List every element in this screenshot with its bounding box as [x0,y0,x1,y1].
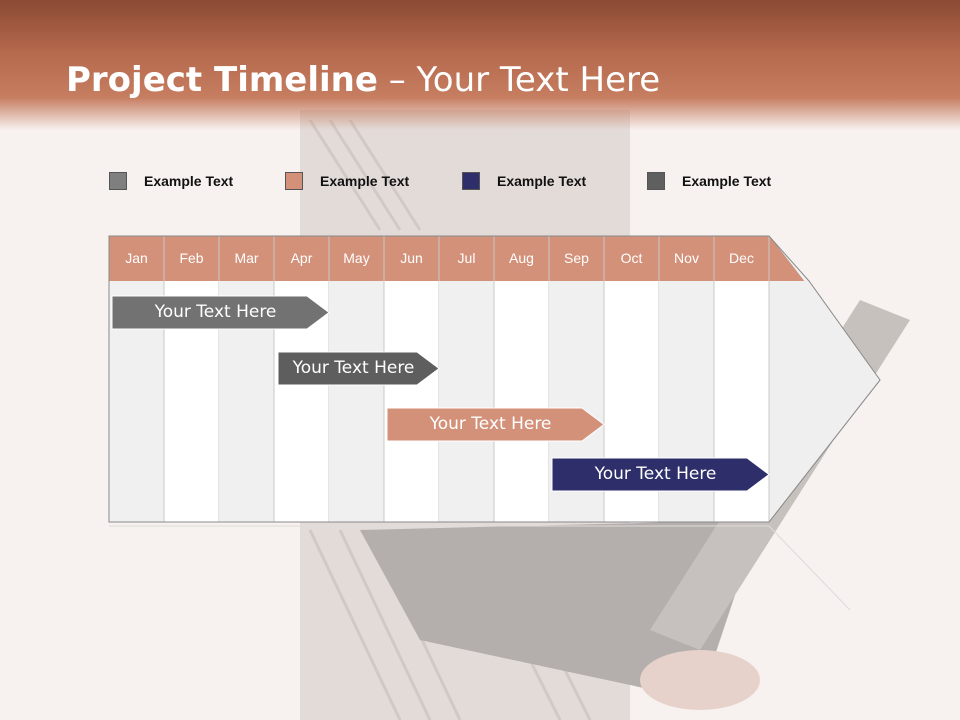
legend-item: Example Text [285,170,409,192]
page-title-rest: – Your Text Here [377,60,661,100]
page-title-bold: Project Timeline [66,60,378,100]
task-label: Your Text Here [292,358,415,378]
task-label: Your Text Here [154,302,277,322]
legend-swatch [285,172,303,190]
page-title: Project Timeline – Your Text Here [66,60,660,100]
arrow-head-fill [769,281,880,522]
month-label: Nov [674,250,699,266]
legend-label: Example Text [682,173,772,189]
task-arrow [551,457,770,492]
legend-item: Example Text [647,170,771,192]
legend-item: Example Text [109,170,233,192]
reflection-line [768,525,851,611]
month-label: Jun [400,250,423,266]
month-label: May [343,250,370,266]
month-label: Jul [457,250,476,266]
month-label: Sep [564,250,589,266]
month-label: Mar [234,250,259,266]
legend-swatch [647,172,665,190]
legend-swatch [109,172,127,190]
title-bar [0,0,960,130]
legend-label: Example Text [144,173,234,189]
task-arrow [277,351,440,386]
legend-item: Example Text [462,170,586,192]
grid-column-shade [439,281,494,522]
task-label: Your Text Here [594,464,717,484]
month-label: Aug [509,250,534,266]
task-arrow [386,407,605,442]
legend-label: Example Text [320,173,410,189]
month-band [109,236,804,281]
timeline-outline [108,235,881,523]
task-label: Your Text Here [429,414,552,434]
month-label: Feb [179,250,204,266]
grid-column-shade [329,281,384,522]
legend-swatch [462,172,480,190]
task-arrow [111,295,330,330]
month-label: Jan [125,250,148,266]
month-label: Apr [290,250,313,266]
legend-label: Example Text [497,173,587,189]
month-label: Dec [729,250,754,266]
month-label: Oct [620,250,643,266]
